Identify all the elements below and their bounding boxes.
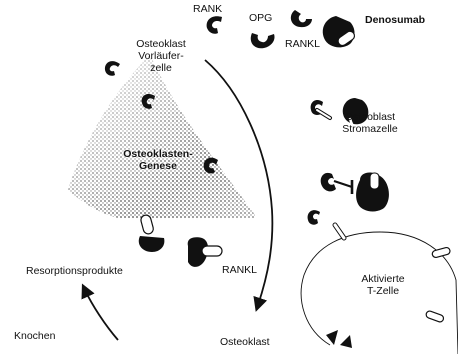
resorptionsprodukte-label: Resorptionsprodukte (26, 265, 123, 277)
rank-rankl-pair-icon (187, 237, 223, 267)
rank-receptor-icon (203, 157, 218, 174)
rank-receptor-icon (141, 93, 155, 109)
denosumab-antibody-icon (322, 16, 356, 48)
rankl-fragment-icon (315, 108, 332, 120)
t-cell-rankl-ligand (431, 246, 451, 259)
aktivierte-t-zelle-label: Aktivierte T-Zelle (348, 273, 418, 297)
rank-label: RANK (193, 3, 223, 15)
osteoklast-vorlaeufer-line-1: Osteoklast (136, 38, 186, 50)
rank-receptor-icon (307, 210, 320, 225)
rank-receptor-icon (310, 99, 323, 115)
osteoklast-edge-fragment (326, 330, 352, 348)
rank-rankl-pair-icon (138, 214, 165, 252)
t-zelle-line-1: Aktivierte (361, 273, 405, 285)
opg-rankl-complex-icon (320, 172, 389, 212)
rankl-fragment-icon (332, 222, 347, 241)
osteoklasten-genese-zone (68, 55, 255, 218)
knochen-label: Knochen (14, 330, 56, 342)
opg-label: OPG (249, 12, 273, 24)
osteoblast-line-2: Stromazelle (342, 123, 398, 135)
osteoklast-label: Osteoklast (220, 336, 270, 348)
t-cell-rankl-ligand (425, 310, 445, 323)
osteoklast-vorlaeufer-line-3: zelle (150, 62, 172, 74)
rank-receptor-icon (206, 16, 222, 34)
rankl-bottom-label: RANKL (222, 264, 258, 276)
differentiation-arrow (204, 59, 274, 312)
osteoblast-line-1: Osteoblast (344, 111, 396, 123)
opg-icon (250, 33, 275, 49)
genese-line-2: Genese (139, 160, 177, 172)
t-zelle-line-2: T-Zelle (366, 285, 400, 297)
osteoklast-vorlaeufer-line-2: Vorläufer- (138, 50, 184, 62)
osteoblast-rankl-icon (342, 98, 369, 132)
resorption-arrow (81, 283, 119, 341)
rank-receptor-icon (104, 61, 120, 76)
osteoklasten-genese-label: Osteoklasten- Genese (108, 148, 208, 172)
rankl-top-label: RANKL (285, 38, 321, 50)
osteoblast-stromazelle-label: Osteoblast Stromazelle (335, 111, 405, 135)
genese-line-1: Osteoklasten- (123, 148, 193, 160)
osteoklast-vorlaeufer-label: Osteoklast Vorläufer- zelle (126, 38, 196, 74)
opg-icon (290, 10, 312, 28)
denosumab-label: Denosumab (365, 14, 426, 26)
